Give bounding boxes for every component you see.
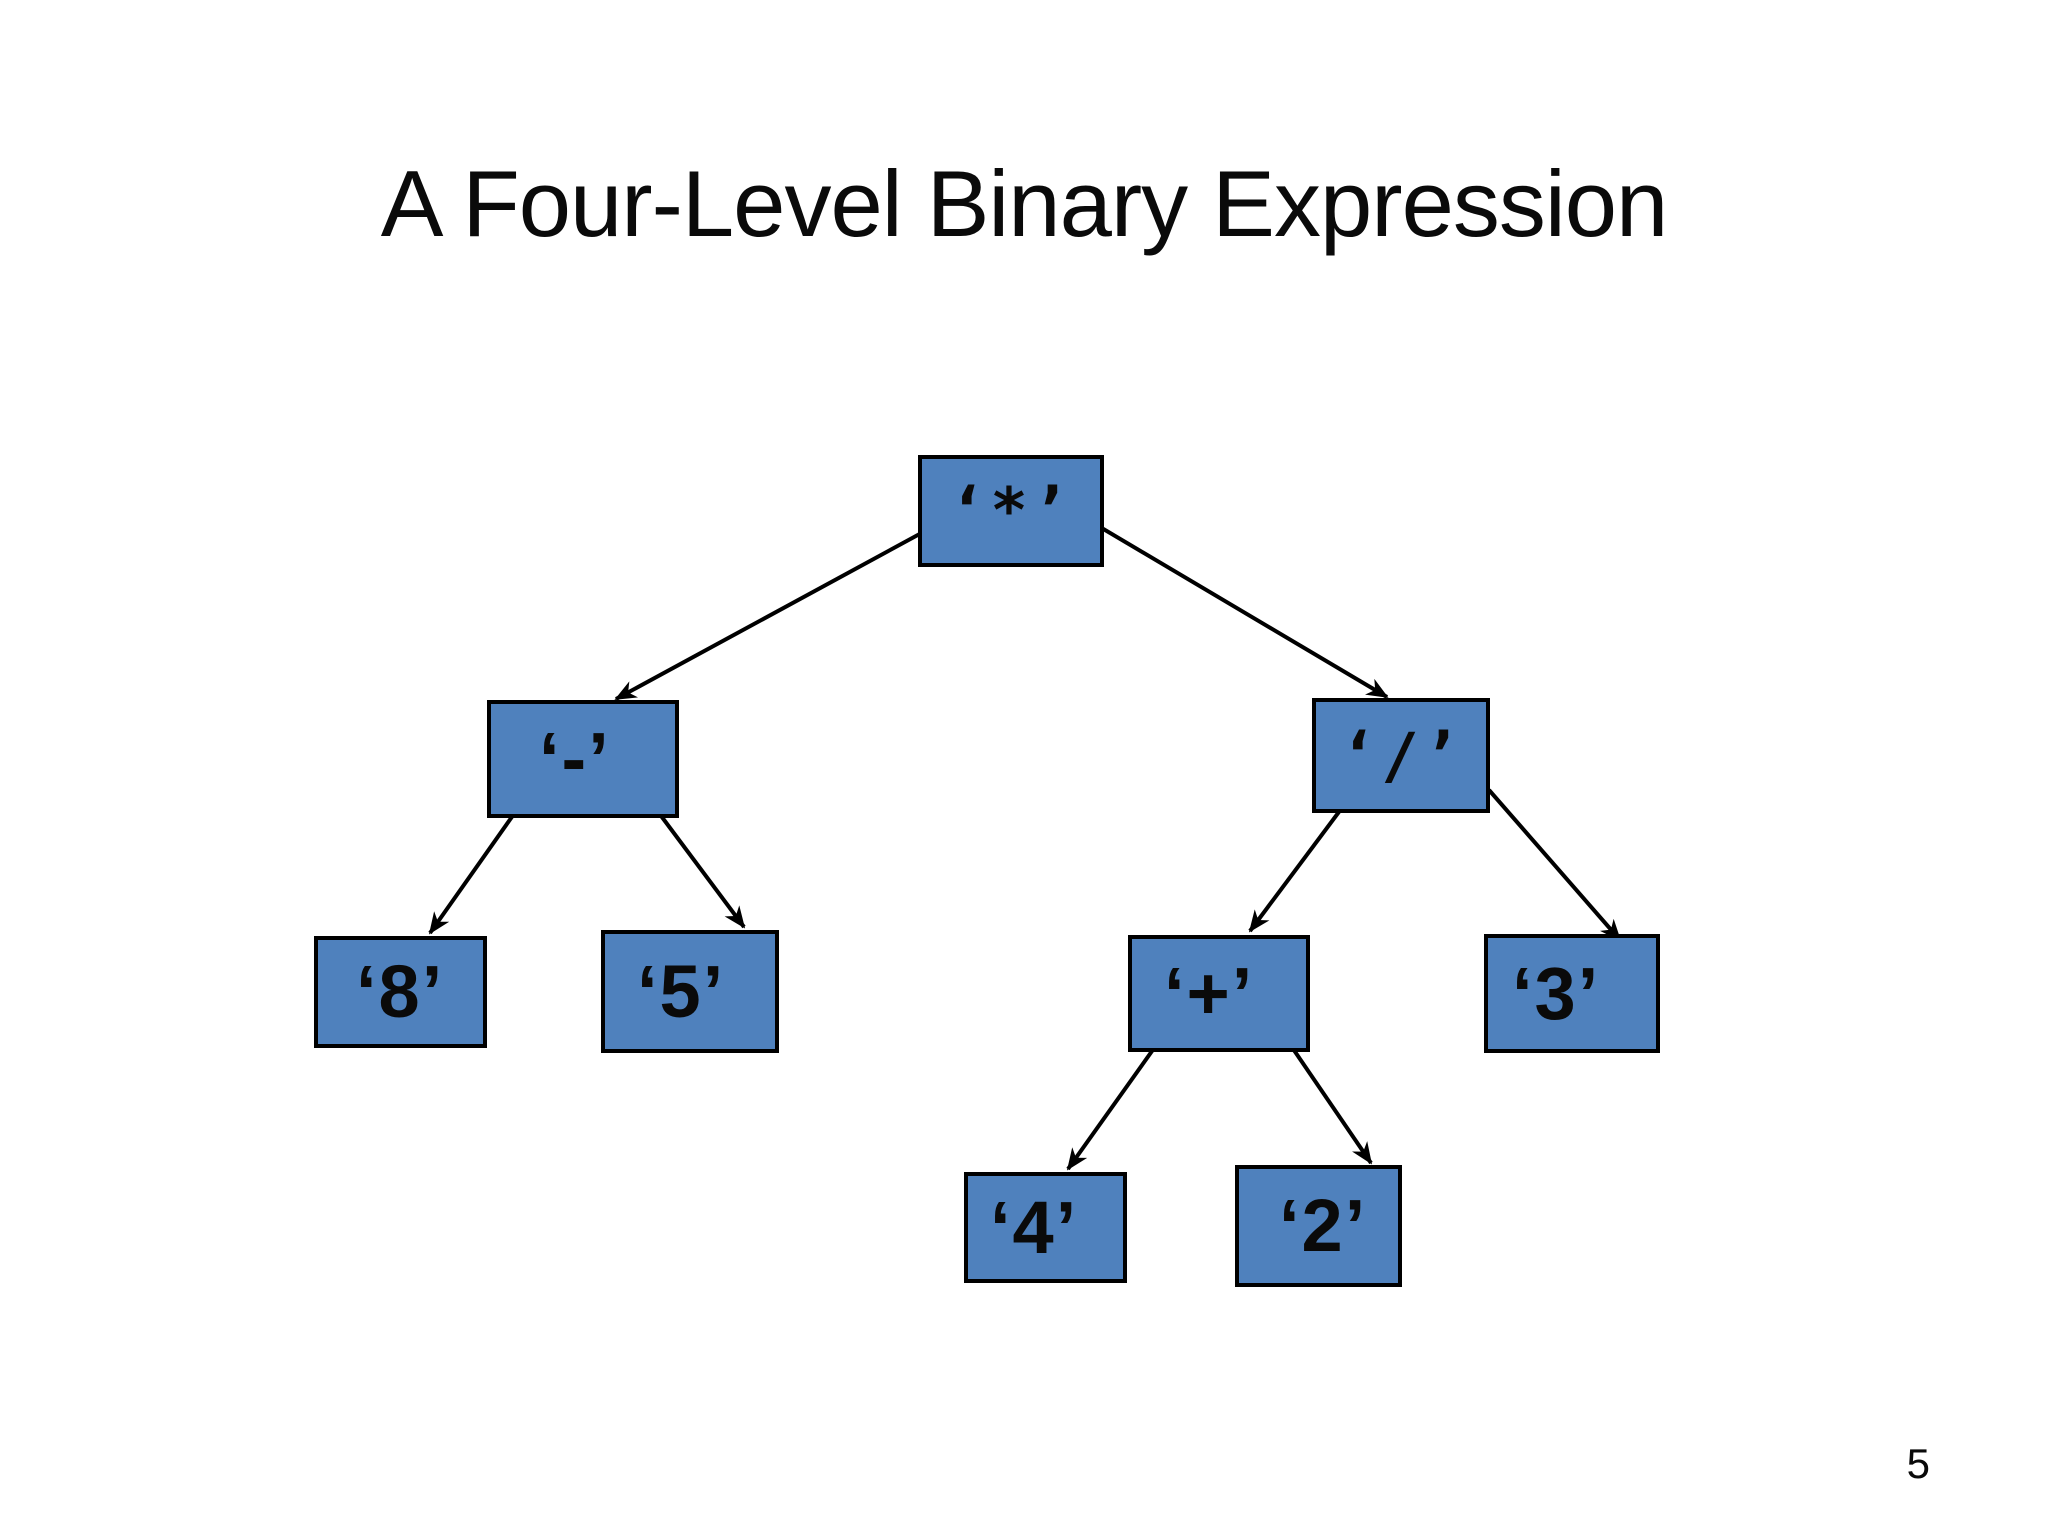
- tree-node-two: ‘2’: [1235, 1165, 1402, 1287]
- tree-node-eight: ‘8’: [314, 936, 487, 1048]
- tree-node-divide: ‘/’: [1312, 698, 1490, 813]
- edge-star-div: [1098, 525, 1389, 699]
- edge-star-minus: [614, 528, 928, 701]
- tree-node-star: ‘*’: [918, 455, 1104, 567]
- tree-node-plus: ‘+’: [1128, 935, 1310, 1052]
- tree-node-minus: ‘-’: [487, 700, 679, 818]
- slide-title: A Four-Level Binary Expression: [380, 151, 1669, 256]
- tree-node-three: ‘3’: [1484, 934, 1660, 1053]
- tree-node-five: ‘5’: [601, 930, 779, 1053]
- page-number: 5: [1906, 1440, 1930, 1487]
- tree-node-four: ‘4’: [964, 1172, 1127, 1283]
- edge-div-three: [1487, 788, 1622, 942]
